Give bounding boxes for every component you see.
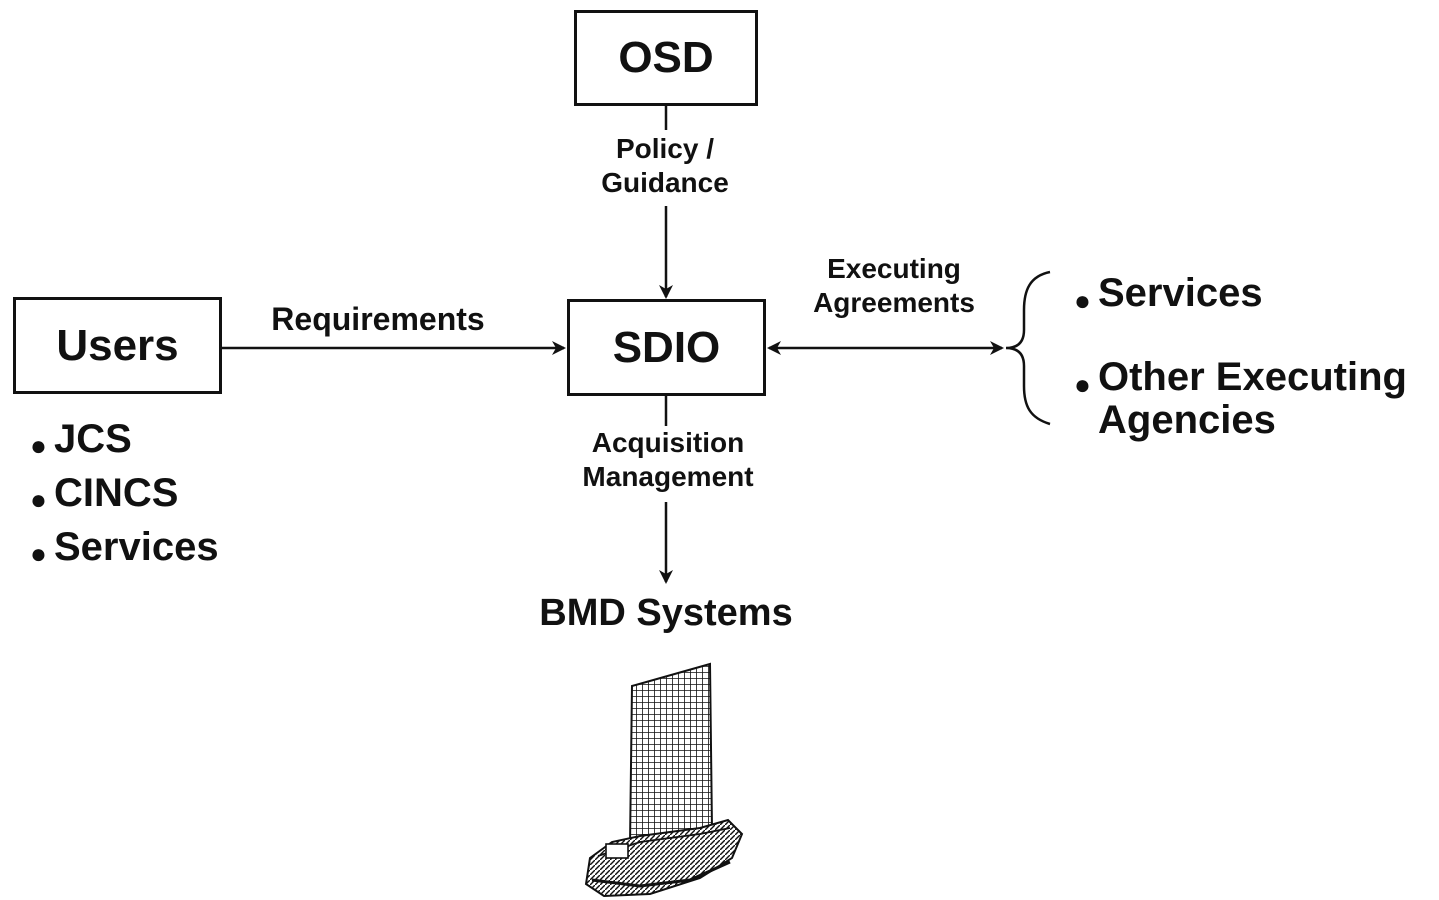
list-item: ● JCS	[28, 412, 219, 466]
executing-agreements-line-1: Executing	[827, 253, 961, 284]
executing-agency-other-line-2: Agencies	[1098, 398, 1276, 442]
agencies-brace	[1005, 270, 1051, 426]
user-cincs: CINCS	[54, 471, 179, 515]
requirements-label: Requirements	[238, 300, 518, 339]
list-item: ● Services	[1072, 271, 1407, 317]
list-item: ● Other Executing Agencies	[1072, 356, 1407, 442]
bullet-icon: ●	[1074, 369, 1091, 400]
executing-agreements-label: Executing Agreements	[780, 252, 1008, 320]
bullet-icon: ●	[1074, 285, 1091, 316]
vessel-hull	[584, 818, 744, 898]
executing-agencies-list: ● Services ● Other Executing Agencies	[1072, 272, 1407, 442]
policy-guidance-label: Policy / Guidance	[560, 132, 770, 200]
executing-agency-services: Services	[1098, 271, 1263, 315]
list-item: ● CINCS	[28, 466, 219, 520]
bmd-systems-text: BMD Systems	[539, 592, 793, 634]
acquisition-management-line-2: Management	[582, 461, 754, 493]
bmd-systems-label: BMD Systems	[490, 590, 842, 636]
vessel-keel	[591, 860, 731, 888]
policy-guidance-line-1: Policy /	[615, 133, 715, 164]
sdio-label: SDIO	[612, 322, 721, 372]
bmd-system-illustration	[584, 662, 744, 898]
users-label: Users	[56, 320, 179, 370]
radar-array-panel	[628, 662, 714, 847]
user-services: Services	[54, 525, 219, 569]
list-item: ● Services	[28, 520, 219, 574]
users-box: Users	[13, 297, 222, 394]
executing-agreements-line-2: Agreements	[813, 287, 975, 319]
bullet-icon: ●	[30, 430, 47, 461]
acquisition-management-line-1: Acquisition	[591, 427, 745, 458]
acquisition-management-label: Acquisition Management	[548, 426, 788, 494]
requirements-text: Requirements	[271, 301, 485, 337]
executing-agency-other-line-1: Other Executing	[1098, 355, 1407, 399]
users-list: ● JCS ● CINCS ● Services	[28, 412, 219, 574]
user-jcs: JCS	[54, 417, 132, 461]
bullet-icon: ●	[30, 484, 47, 515]
osd-label: OSD	[618, 33, 714, 82]
vessel-cabin	[605, 843, 629, 859]
policy-guidance-line-2: Guidance	[601, 167, 729, 199]
bullet-icon: ●	[30, 538, 47, 569]
sdio-box: SDIO	[567, 299, 766, 396]
osd-box: OSD	[574, 10, 758, 106]
